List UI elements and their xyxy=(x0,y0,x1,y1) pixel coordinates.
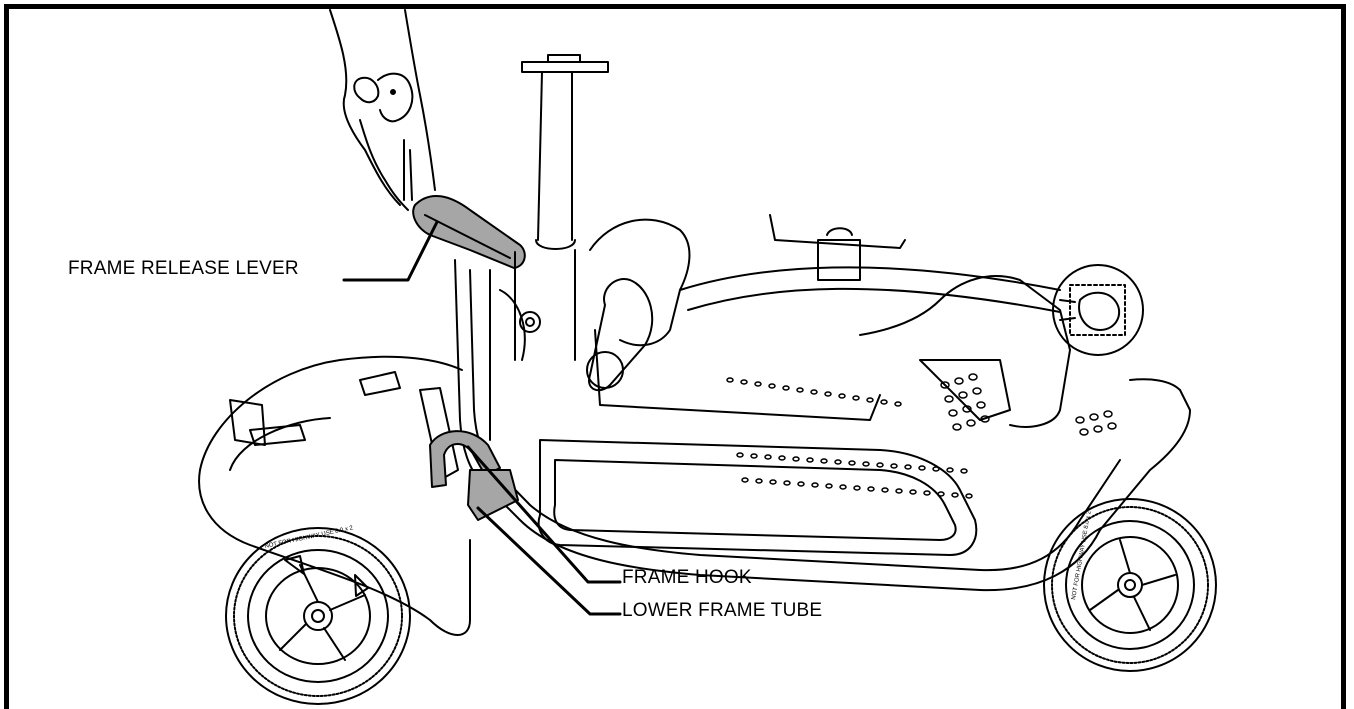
frame-hook xyxy=(429,430,501,488)
foot-board-perforations xyxy=(726,373,1117,499)
hand-illustration xyxy=(329,9,436,211)
label-frame-hook: FRAME HOOK xyxy=(622,567,752,588)
leader-frame-release-lever xyxy=(342,220,439,282)
lower-frame-tube xyxy=(467,469,519,521)
leader-lower-frame-tube xyxy=(476,506,622,616)
callout-leaders xyxy=(342,220,622,616)
label-frame-release-lever: FRAME RELEASE LEVER xyxy=(68,258,299,279)
label-lower-frame-tube: LOWER FRAME TUBE xyxy=(622,600,823,621)
front-shroud xyxy=(198,355,471,636)
rear-wheel xyxy=(1043,498,1217,672)
leader-frame-hook xyxy=(466,445,622,584)
diagram-border xyxy=(4,4,1346,709)
adjustment-knob xyxy=(1052,264,1144,356)
front-wheel xyxy=(225,527,411,705)
tiller-handle xyxy=(586,214,1061,392)
steering-column xyxy=(489,54,609,441)
frame-release-lever xyxy=(412,194,526,269)
